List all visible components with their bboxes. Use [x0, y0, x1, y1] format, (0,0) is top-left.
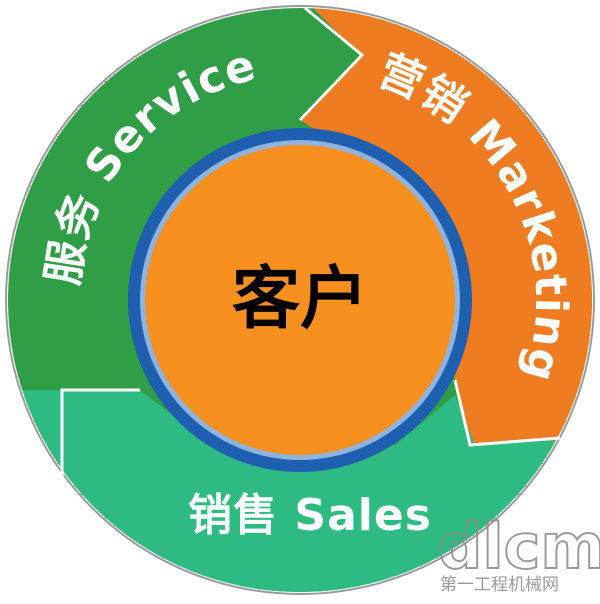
- center-label: 客户: [232, 260, 368, 339]
- segment-sales-label: 销售 Sales: [188, 490, 432, 541]
- watermark-subtitle: 第一工程机械网: [440, 575, 559, 595]
- center-circle: [145, 145, 455, 455]
- separator-service-marketing: [298, 6, 365, 122]
- separator-marketing-sales: [453, 379, 561, 447]
- separator-sales-service: [60, 388, 140, 485]
- segment-sales: [8, 390, 592, 592]
- watermark-logo: dlcm: [438, 510, 600, 583]
- watermark: dlcm 第一工程机械网: [437, 509, 600, 595]
